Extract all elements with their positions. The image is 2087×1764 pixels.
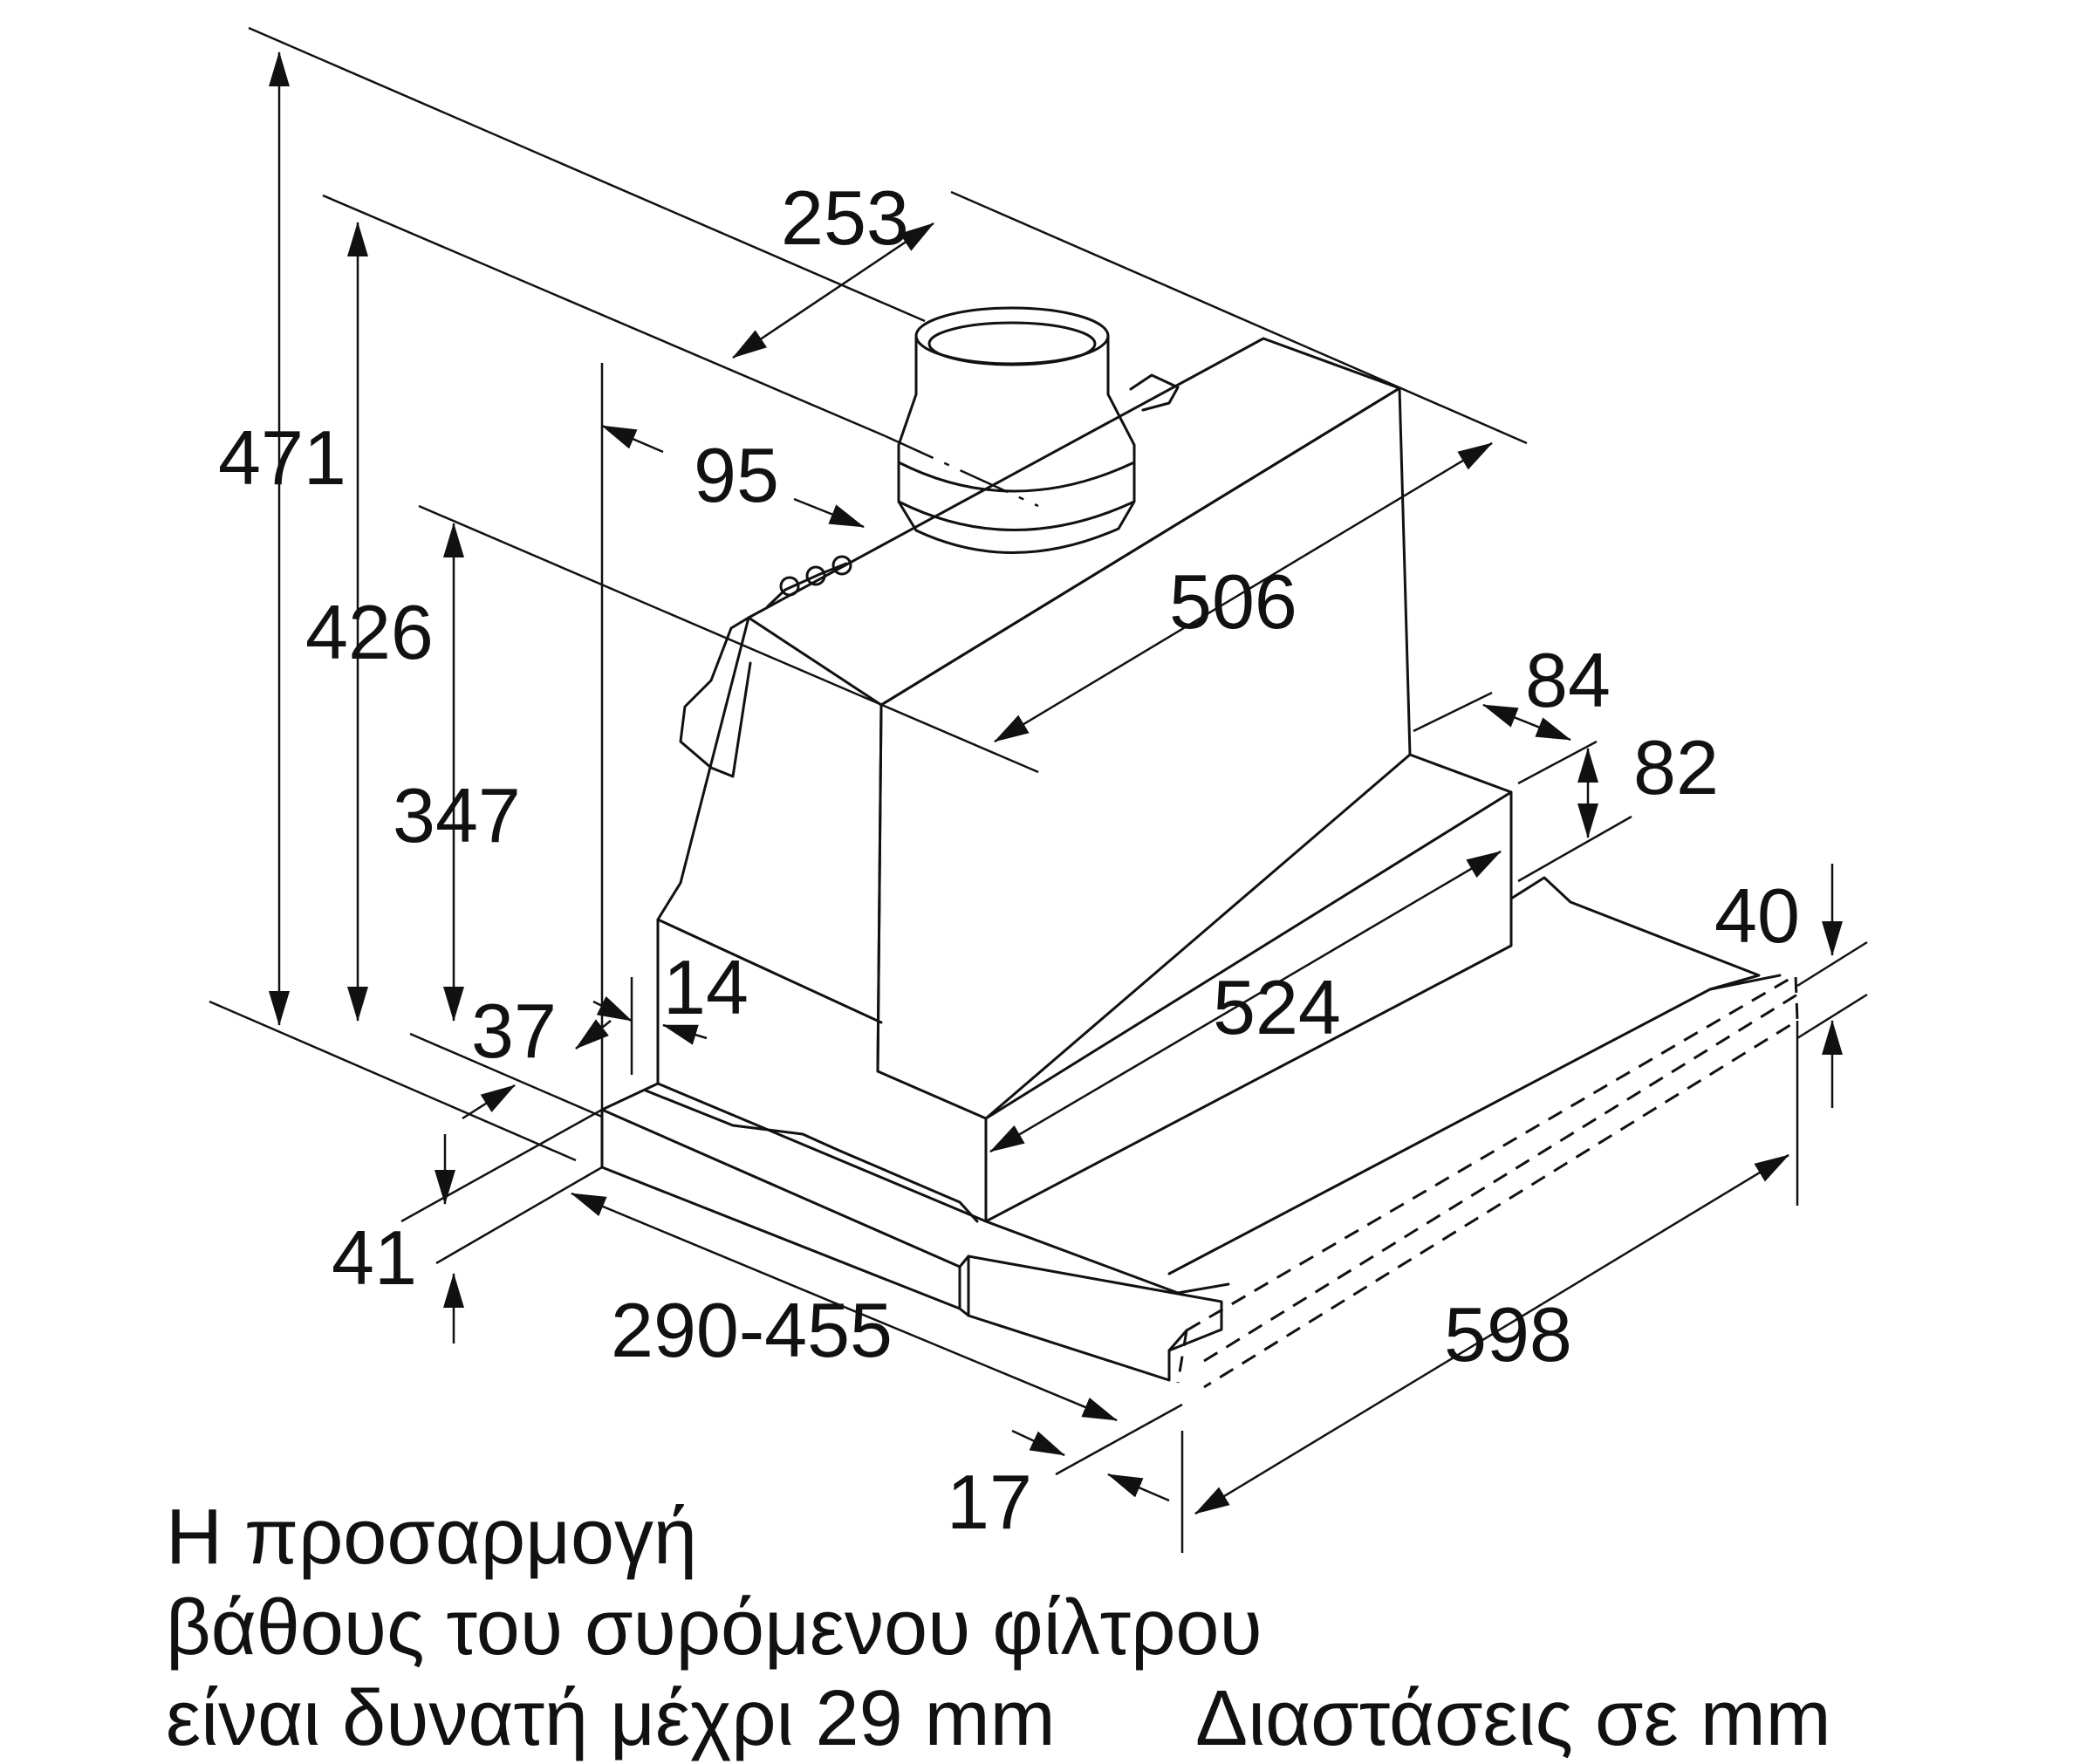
hood-body [600,306,1799,1389]
dim-37: 37 [471,988,557,1074]
caption-line-2: βάθους του συρόμενου φίλτρου [166,1584,1262,1672]
collar-inner-rim [927,321,1097,366]
dimension-labels: 471 426 347 253 95 506 84 82 40 524 14 3… [218,174,1800,1545]
arrow-17-right [1107,1473,1170,1502]
extended-filter-outline [1186,973,1799,1389]
extended-filter-left [1176,1330,1188,1384]
dim-41: 41 [332,1214,417,1301]
arrow-95-right [793,497,865,529]
arrow-598 [1194,1153,1789,1515]
arrow-95-left [601,424,664,454]
upper-box-front-edge [876,703,883,1073]
dim-17: 17 [947,1459,1032,1545]
units-note: Διαστάσεις σε mm [1195,1675,1831,1762]
filter-front-bar [600,1108,961,1310]
dim-40: 40 [1714,872,1800,959]
dim-426: 426 [305,589,434,675]
dim-506: 506 [1169,558,1297,645]
collar-base [897,500,1136,554]
caption-block: Η προσαρμογή βάθους του συρόμενου φίλτρο… [166,1492,1262,1764]
arrow-14-right [662,1023,708,1045]
dim-95: 95 [694,432,779,518]
caption-line-3: είναι δυνατή μέχρι 29 mm [166,1675,1056,1762]
arrow-14-left [592,995,633,1022]
arrow-524 [989,850,1502,1153]
dimension-arrows [269,51,1843,1515]
hinge-1 [779,576,800,597]
dim-524: 524 [1213,964,1341,1050]
collar-band [897,461,1136,493]
dim-82: 82 [1633,724,1719,810]
extension-piece [967,1255,1223,1382]
dim-253: 253 [781,174,909,261]
dim-290-455: 290-455 [611,1287,893,1373]
arrow-84 [1482,703,1571,742]
arrow-506 [994,441,1493,743]
arrow-17-left [1011,1429,1065,1457]
rail-top-edge [1408,753,1513,794]
arrow-37-bottom [462,1084,516,1120]
arrow-290-455 [571,1192,1118,1422]
arrow-37-top [575,1019,612,1050]
arrow-253 [732,222,934,359]
dim-347: 347 [393,772,521,858]
hinge-3 [831,555,852,576]
left-bracket [679,616,752,778]
caption-line-1: Η προσαρμογή [166,1494,698,1581]
collar-clip [1129,373,1180,412]
rail-slider [1509,876,1761,991]
dim-598: 598 [1444,1291,1572,1378]
dim-14: 14 [663,944,749,1030]
dim-471: 471 [218,414,346,501]
extended-join [1167,1329,1188,1352]
collar-cone [897,393,1136,531]
left-panel-bottom [656,1082,988,1223]
left-side-panel [600,918,660,1111]
dim-84: 84 [1525,637,1611,723]
hinge-2 [805,565,826,586]
upper-box-left-face [656,616,883,1024]
extension-lines [209,26,1868,1553]
